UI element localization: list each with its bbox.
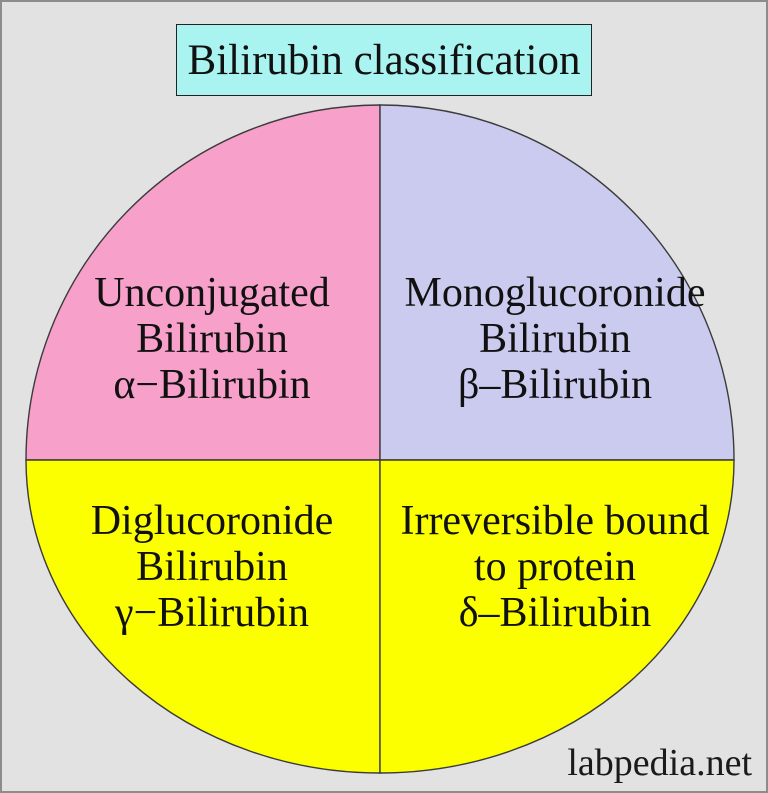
label-unconjugated-bilirubin: Unconjugated Bilirubin α−Bilirubin	[32, 270, 392, 408]
label-diglucoronide-bilirubin: Diglucoronide Bilirubin γ−Bilirubin	[32, 498, 392, 636]
label-monoglucoronide-bilirubin: Monoglucoronide Bilirubin β–Bilirubin	[380, 270, 730, 408]
diagram-title-box: Bilirubin classification	[176, 24, 592, 96]
label-line: Bilirubin	[479, 316, 631, 362]
label-line: β–Bilirubin	[457, 362, 653, 408]
label-line: δ–Bilirubin	[458, 590, 652, 636]
label-irreversible-bound-bilirubin: Irreversible bound to protein δ–Bilirubi…	[380, 498, 730, 636]
diagram-title: Bilirubin classification	[187, 36, 581, 84]
pie-sector-unconjugated	[25, 104, 381, 461]
pie-sector-diglucoronide	[25, 459, 381, 774]
label-line: Bilirubin	[136, 544, 288, 590]
label-line: Monoglucoronide	[404, 270, 706, 316]
pie-sector-irreversible-bound	[379, 459, 735, 774]
watermark-labpedia: labpedia.net	[567, 742, 752, 784]
label-line: Diglucoronide	[90, 498, 334, 544]
label-line: Irreversible bound	[400, 498, 710, 544]
label-line: γ−Bilirubin	[115, 590, 309, 636]
label-line: to protein	[473, 544, 637, 590]
pie-sector-monoglucoronide	[379, 104, 735, 461]
label-line: Bilirubin	[136, 316, 288, 362]
label-line: Unconjugated	[94, 270, 330, 316]
label-line: α−Bilirubin	[113, 362, 311, 408]
